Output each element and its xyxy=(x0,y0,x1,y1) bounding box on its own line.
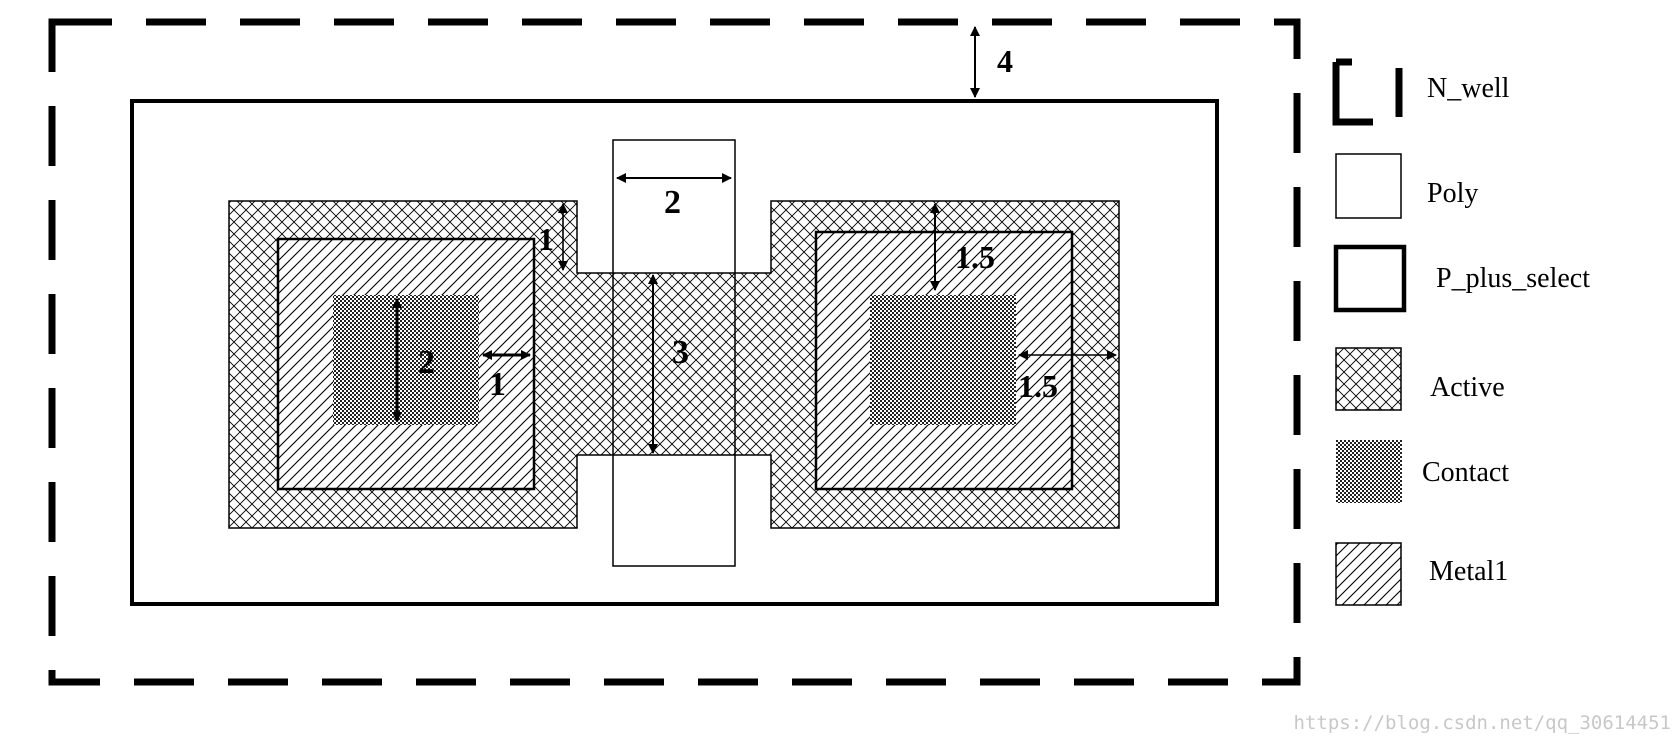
metal1-right xyxy=(814,230,1074,491)
legend-swatch-poly xyxy=(1335,153,1402,219)
legend-label-contact: Contact xyxy=(1422,457,1509,488)
pplus-select-region xyxy=(130,99,1219,606)
legend-label-poly: Poly xyxy=(1427,178,1478,209)
legend-swatch-metal1 xyxy=(1335,542,1402,606)
dim-label-metal-to-active-right: 1.5 xyxy=(1018,368,1058,404)
legend-swatch-contact xyxy=(1336,440,1402,503)
legend: N_well Poly P_plus_select Active Contact… xyxy=(1332,58,1590,606)
dim-label-poly-width: 2 xyxy=(664,184,681,221)
dim-label-metal-to-active-top: 1.5 xyxy=(955,239,995,275)
poly-gate xyxy=(612,139,736,567)
legend-label-metal1: Metal1 xyxy=(1429,556,1508,587)
dim-label-contact-size: 2 xyxy=(418,344,435,381)
contact-left xyxy=(333,295,479,425)
legend-label-pplus: P_plus_select xyxy=(1436,263,1590,294)
dim-label-nwell-spacing: 4 xyxy=(997,43,1013,79)
nwell-boundary xyxy=(48,18,1301,686)
dim-label-active-overhang: 1 xyxy=(538,221,554,257)
legend-label-active: Active xyxy=(1430,372,1505,403)
legend-swatch-pplus xyxy=(1333,244,1407,313)
legend-swatch-active xyxy=(1335,347,1402,411)
legend-swatch-nwell xyxy=(1332,58,1403,126)
contact-right xyxy=(870,295,1016,425)
dim-label-active-width: 3 xyxy=(672,334,689,371)
dim-label-contact-to-active: 1 xyxy=(489,366,506,403)
watermark-text: https://blog.csdn.net/qq_30614451 xyxy=(1294,712,1672,734)
legend-label-nwell: N_well xyxy=(1427,73,1510,104)
